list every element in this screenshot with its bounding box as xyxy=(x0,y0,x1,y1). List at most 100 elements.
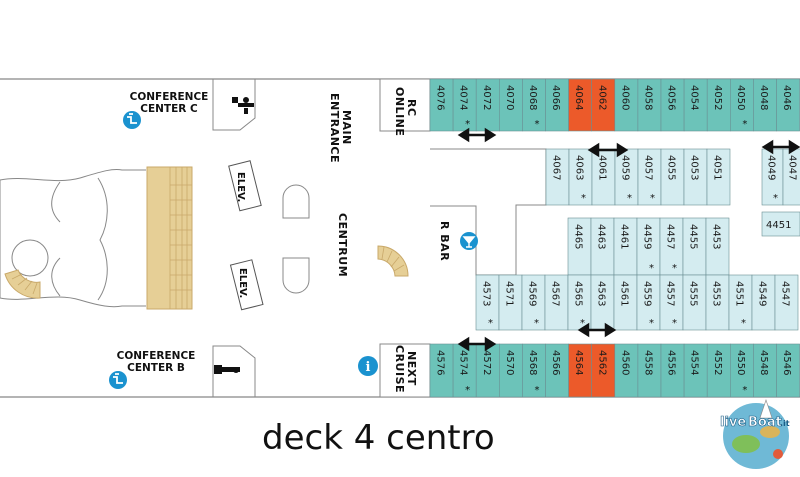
cabin-number: 4054 xyxy=(689,85,700,110)
cabin-star: * xyxy=(741,318,746,329)
cocktail-icon xyxy=(460,232,478,250)
cabin-top-row[interactable]: 4070 xyxy=(498,78,523,132)
cabin-lower-inner[interactable]: 4549 xyxy=(751,274,776,331)
cabin-middle-row[interactable]: 4461 xyxy=(613,217,638,276)
cabin-bottom-row[interactable]: 4568* xyxy=(522,343,546,398)
cabin-top-row[interactable]: 4048 xyxy=(753,78,777,132)
cabin-middle-row[interactable]: 4463 xyxy=(590,217,615,276)
cabin-star: * xyxy=(465,385,470,396)
cabin-top-row[interactable]: 4062 xyxy=(591,78,616,132)
cabin-bottom-row[interactable]: 4562 xyxy=(591,343,616,398)
cabin-lower-inner[interactable]: 4563 xyxy=(590,274,615,331)
liveboat-logo: live Boat .it xyxy=(720,399,790,469)
cabin-top-row[interactable]: 4064 xyxy=(568,78,592,132)
cabin-lower-inner[interactable]: 4571 xyxy=(498,274,523,331)
cabin-number: 4060 xyxy=(619,85,630,110)
cabin-top-row[interactable]: 4074* xyxy=(452,78,477,132)
conference-c-label-2: CENTER C xyxy=(140,103,198,115)
cabin-upper-right[interactable]: 4047 xyxy=(782,148,800,206)
cabin-top-row[interactable]: 4068* xyxy=(522,78,546,132)
cabin-upper-inner[interactable]: 4067 xyxy=(545,148,570,206)
cabin-upper-inner[interactable]: 4059* xyxy=(614,148,639,206)
cabin-top-row[interactable]: 4050* xyxy=(729,78,754,132)
cabin-star: * xyxy=(742,119,747,130)
cabin-top-row[interactable]: 4056 xyxy=(660,78,685,132)
cabin-bottom-row[interactable]: 4572 xyxy=(475,343,500,398)
cabin-number: 4546 xyxy=(781,350,792,375)
cabin-upper-inner[interactable]: 4053 xyxy=(683,148,708,206)
passage-arrow-top-left xyxy=(457,127,497,143)
cabin-lower-inner[interactable]: 4557* xyxy=(659,274,684,331)
info-icon[interactable]: i xyxy=(358,356,378,376)
cabin-bottom-row[interactable]: 4552 xyxy=(706,343,731,398)
cabin-upper-inner[interactable]: 4055 xyxy=(660,148,685,206)
cabin-top-row[interactable]: 4054 xyxy=(683,78,708,132)
rc-online-label-2: ONLINE xyxy=(393,87,406,136)
cabin-number: 4057 xyxy=(643,155,654,180)
cabin-bottom-row[interactable]: 4570 xyxy=(498,343,523,398)
cabin-number: 4568 xyxy=(527,350,538,375)
centrum-pillar-bottom xyxy=(282,257,310,294)
cabin-lower-inner[interactable]: 4565* xyxy=(567,274,592,331)
cabin-upper-inner[interactable]: 4057* xyxy=(637,148,662,206)
cabin-lower-inner[interactable]: 4567 xyxy=(544,274,569,331)
cabin-upper-right[interactable]: 4049* xyxy=(761,148,784,206)
cabin-middle-row[interactable]: 4455 xyxy=(682,217,707,276)
cabin-top-row[interactable]: 4072 xyxy=(475,78,500,132)
cabin-top-row[interactable]: 4058 xyxy=(637,78,662,132)
cabin-bottom-row[interactable]: 4558 xyxy=(637,343,662,398)
cabin-lower-inner[interactable]: 4551* xyxy=(728,274,753,331)
cabin-top-row[interactable]: 4076 xyxy=(429,78,454,132)
cabin-bottom-row[interactable]: 4574* xyxy=(452,343,477,398)
conference-c-label-1: CONFERENCE xyxy=(130,91,209,103)
cabin-middle-row[interactable]: 4459* xyxy=(636,217,661,276)
cabin-number: 4560 xyxy=(619,350,630,375)
central-staircase xyxy=(146,166,193,310)
cabin-number: 4559 xyxy=(642,281,653,306)
cabin-bottom-row[interactable]: 4560 xyxy=(614,343,639,398)
cabin-star: * xyxy=(672,318,677,329)
cabin-bottom-row[interactable]: 4564 xyxy=(568,343,592,398)
cabin-upper-inner[interactable]: 4061 xyxy=(591,148,616,206)
cabin-lower-inner[interactable]: 4547 xyxy=(774,274,799,331)
cabin-lower-inner[interactable]: 4573 * xyxy=(475,274,500,331)
cabin-number: 4573 xyxy=(481,281,492,306)
cabin-top-row[interactable]: 4060 xyxy=(614,78,639,132)
cabin-upper-inner[interactable]: 4051 xyxy=(706,148,731,206)
cabin-top-row[interactable]: 4066 xyxy=(545,78,569,132)
cabin-top-row[interactable]: 4052 xyxy=(706,78,731,132)
cabin-star: * xyxy=(649,318,654,329)
cabin-star: * xyxy=(580,318,585,329)
cabin-star: * xyxy=(488,318,493,329)
cabin-bottom-row[interactable]: 4554 xyxy=(683,343,708,398)
logo-live: live xyxy=(720,415,746,430)
cabin-number: 4064 xyxy=(573,85,584,110)
cabin-number: 4055 xyxy=(666,155,677,180)
rc-online-booth xyxy=(379,78,431,132)
cabin-middle-row[interactable]: 4457* xyxy=(659,217,684,276)
cabin-bottom-row[interactable]: 4546 xyxy=(776,343,800,398)
atrium-outline xyxy=(0,169,146,308)
cabin-bottom-row[interactable]: 4556 xyxy=(660,343,685,398)
cabin-lower-inner[interactable]: 4569* xyxy=(521,274,546,331)
logo-domain: .it xyxy=(780,419,790,428)
cabin-upper-inner[interactable]: 4063* xyxy=(568,148,593,206)
cabin-top-row[interactable]: 4046 xyxy=(776,78,800,132)
cabin-bottom-row[interactable]: 4550* xyxy=(729,343,754,398)
cabin-middle-row[interactable]: 4465 xyxy=(567,217,592,276)
cabin-lower-inner[interactable]: 4553 xyxy=(705,274,730,331)
cabin-number: 4562 xyxy=(596,350,607,375)
cabin-lower-inner[interactable]: 4561 xyxy=(613,274,638,331)
cabin-lower-inner[interactable]: 4555 xyxy=(682,274,707,331)
cabin-bottom-row[interactable]: 4566 xyxy=(545,343,569,398)
cabin-middle-row[interactable]: 4453 xyxy=(705,217,730,276)
atrium-round-table xyxy=(11,239,49,277)
cabin-side[interactable]: 4451 xyxy=(761,211,800,237)
cabin-number: 4047 xyxy=(787,155,798,180)
cabin-bottom-row[interactable]: 4576 xyxy=(429,343,454,398)
cabin-number: 4463 xyxy=(596,224,607,249)
cabin-lower-inner[interactable]: 4559 * xyxy=(636,274,661,331)
passage-arrow-top-mid xyxy=(587,142,629,158)
cabin-bottom-row[interactable]: 4548 xyxy=(753,343,777,398)
cabin-number: 4068 xyxy=(527,85,538,110)
